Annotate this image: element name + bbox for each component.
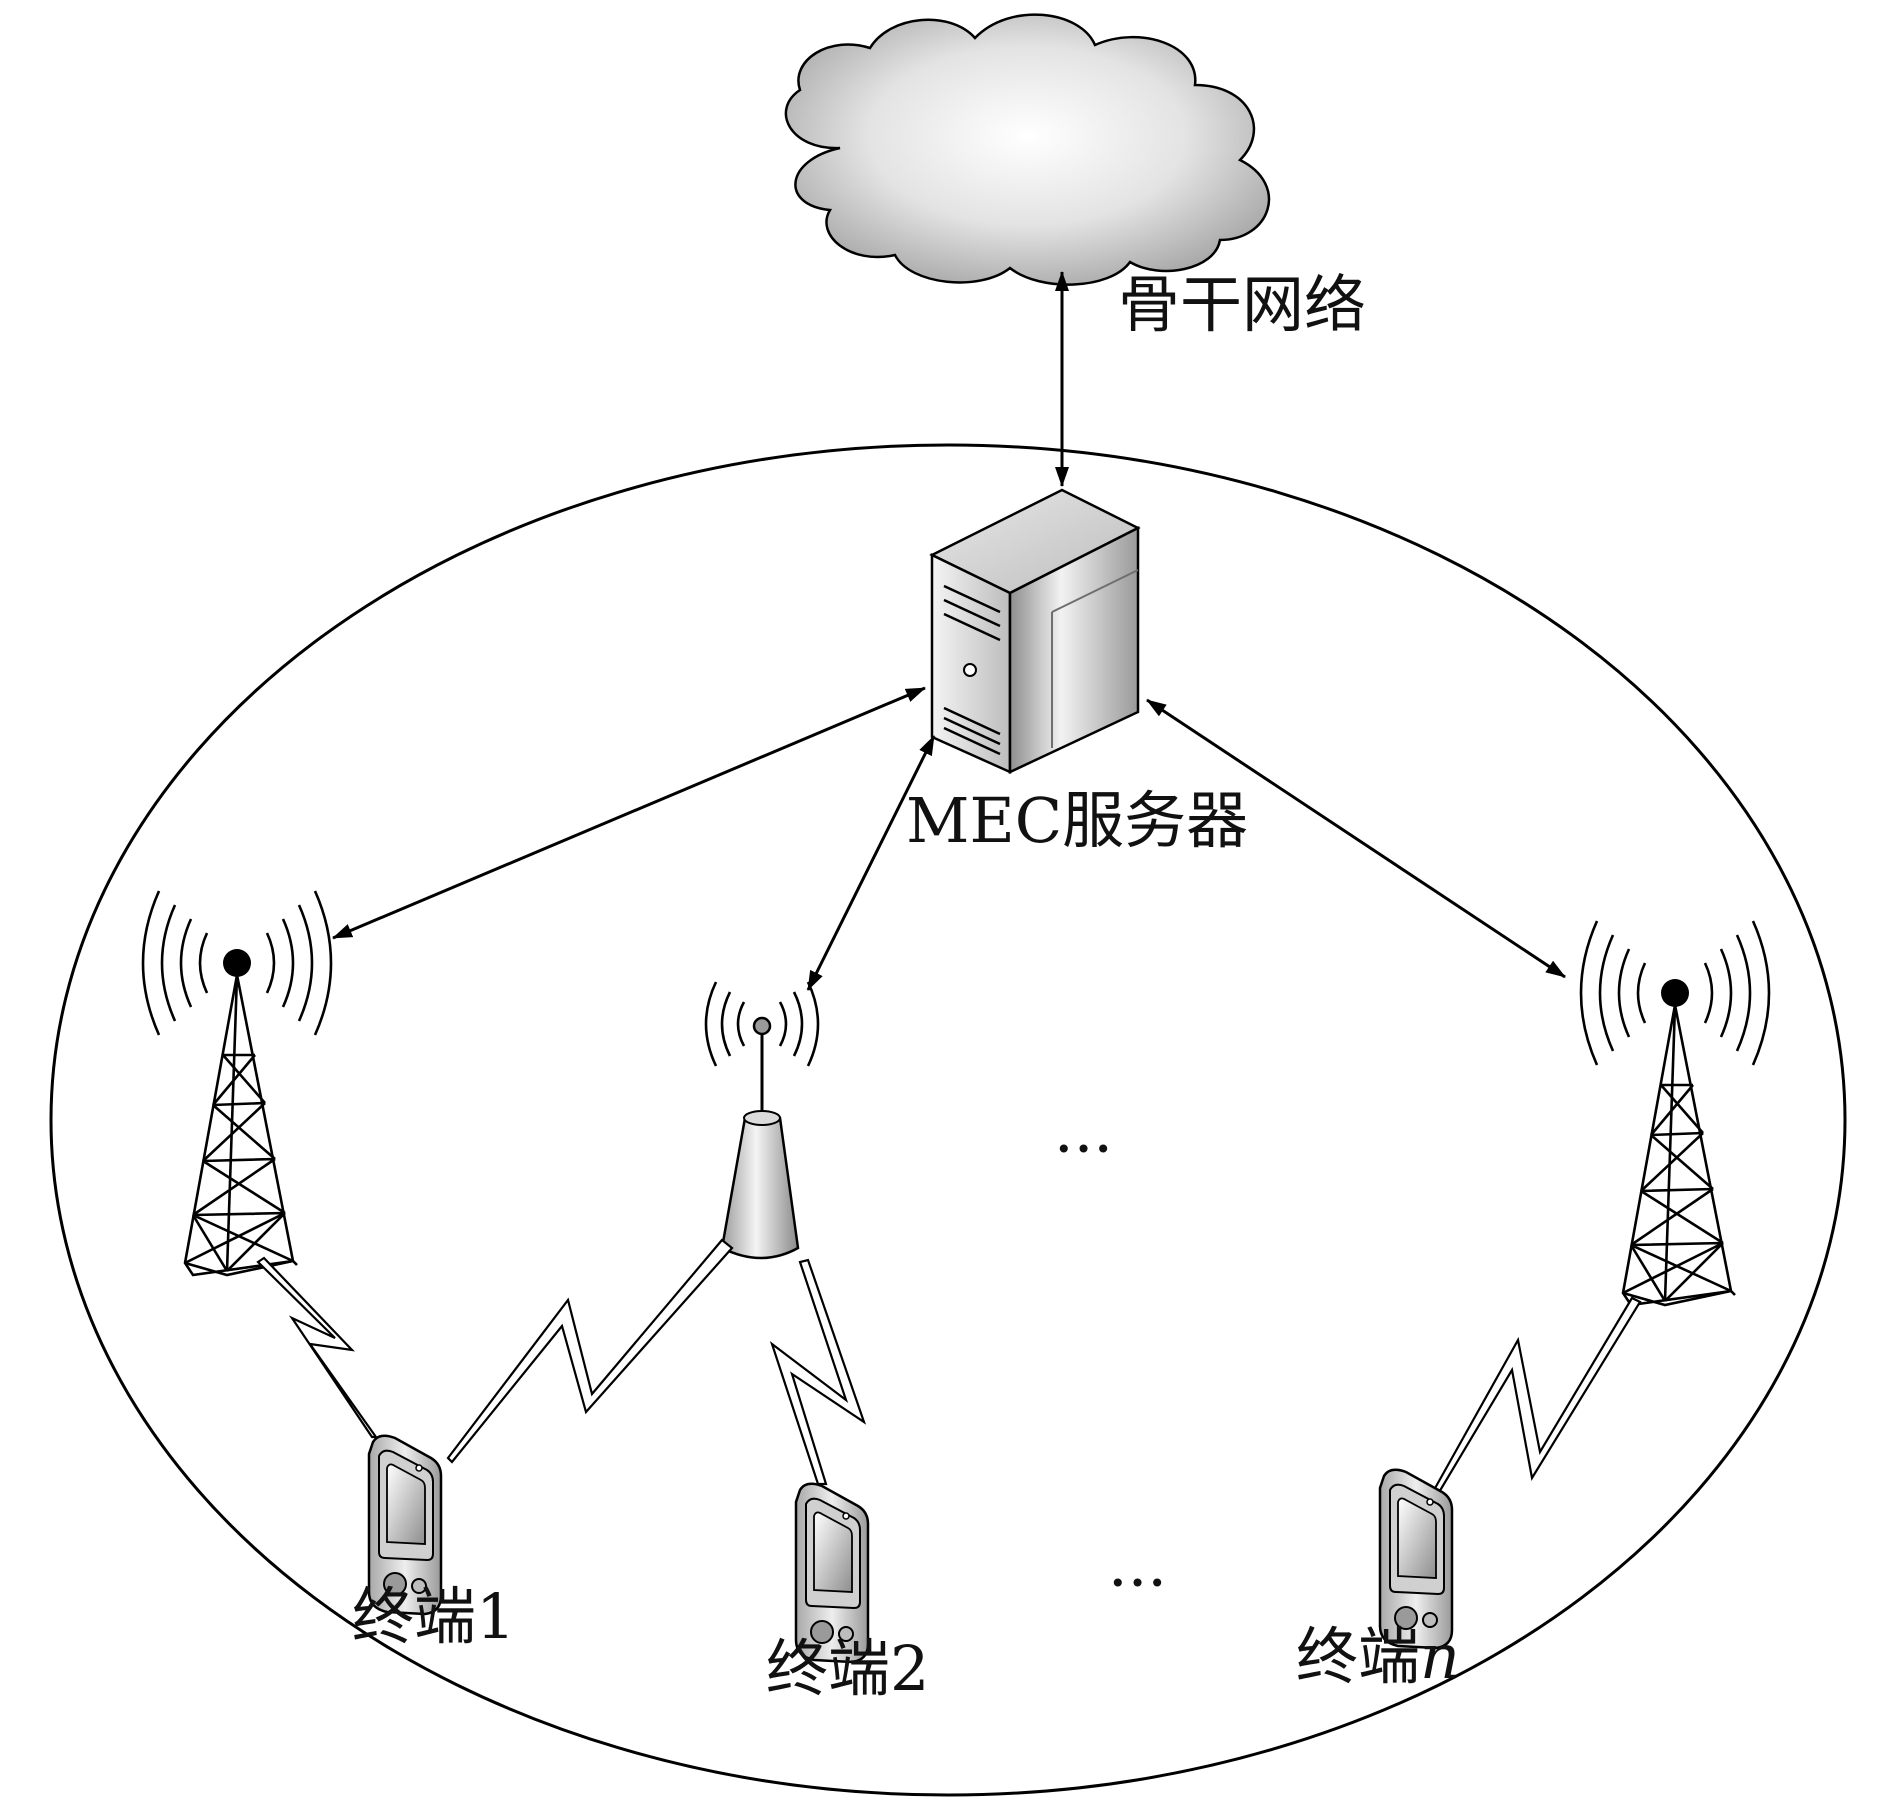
small-cell-antenna-icon — [704, 981, 820, 1260]
mec-server-label: MEC服务器 — [906, 784, 1248, 857]
server-link-left — [332, 686, 926, 940]
cell-tower-icon — [141, 889, 333, 1277]
server-link-right — [1146, 698, 1566, 979]
coverage-area — [49, 443, 1847, 1797]
wireless-link-1 — [256, 1256, 379, 1439]
terminal-n-prefix: 终端 — [1296, 1620, 1420, 1693]
server-link-middle — [806, 735, 936, 991]
terminal-1-label: 终端1 — [352, 1580, 515, 1653]
backbone-label: 骨干网络 — [1118, 268, 1366, 341]
ellipsis-base-stations: ··· — [1054, 1112, 1113, 1185]
terminal-n-label: 终端n — [1296, 1620, 1460, 1693]
server-icon — [929, 488, 1141, 774]
terminal-n-suffix: n — [1420, 1620, 1460, 1693]
ellipsis-terminals: ··· — [1108, 1546, 1167, 1619]
wireless-link-4 — [1432, 1296, 1642, 1496]
cloud-icon — [784, 13, 1271, 286]
wireless-link-3 — [769, 1258, 867, 1486]
terminal-2-label: 终端2 — [766, 1632, 929, 1705]
wireless-link-2 — [446, 1238, 734, 1464]
cell-tower-icon — [1579, 919, 1771, 1307]
